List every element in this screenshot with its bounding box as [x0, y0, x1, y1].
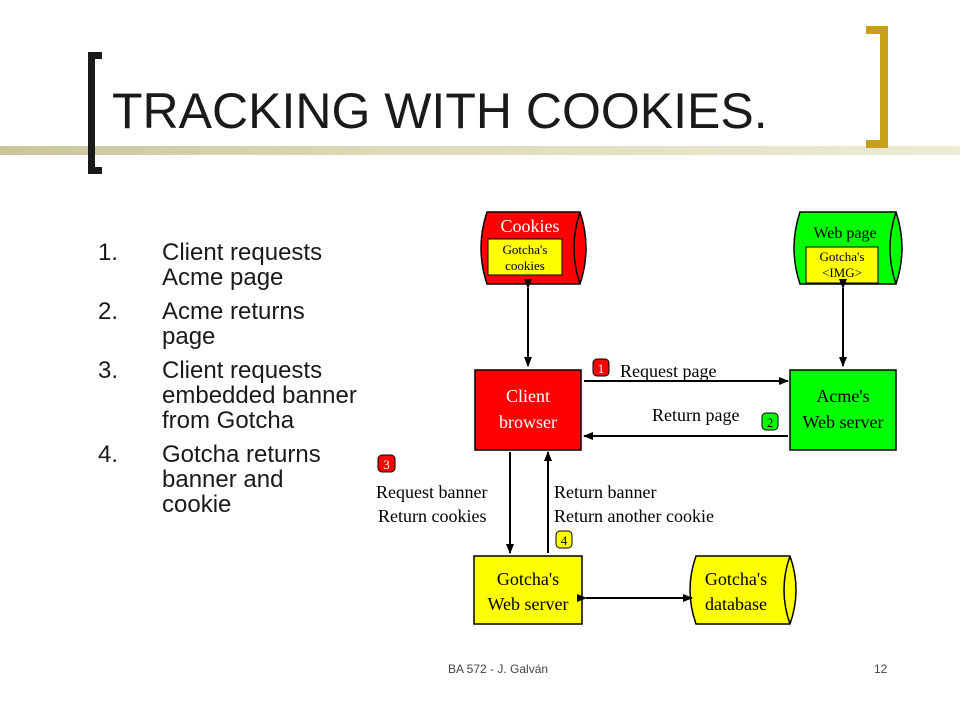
web-page-title: Web page [813, 225, 876, 242]
gotcha-db-line2: database [705, 594, 767, 614]
title-underline-bar [0, 146, 960, 155]
svg-text:4: 4 [561, 533, 568, 548]
client-line1: Client [506, 386, 550, 406]
cookies-storage: Cookies Gotcha's cookies [480, 211, 587, 285]
return-another-cookie-label: Return another cookie [554, 506, 714, 526]
return-banner-label: Return banner [554, 482, 656, 502]
webpage-inner-line1: Gotcha's [820, 249, 865, 264]
step-badge-3: 3 [377, 454, 396, 473]
list-item: 4.Gotcha returns banner and cookie [98, 441, 321, 518]
client-browser-node: Client browser [474, 369, 582, 451]
request-banner-label: Request banner [376, 482, 487, 502]
step-badge-2: 2 [761, 412, 779, 431]
client-line2: browser [499, 412, 557, 432]
cookies-title: Cookies [500, 216, 559, 236]
gotcha-db-line1: Gotcha's [705, 569, 767, 589]
gotcha-server-line2: Web server [487, 594, 568, 614]
footer-author: BA 572 - J. Galván [448, 662, 549, 676]
gotchas-cookies-box [487, 238, 563, 276]
gotcha-web-server-node: Gotcha's Web server [473, 555, 583, 625]
gotchas-cookies-line1: Gotcha's [503, 242, 548, 257]
list-item: 2.Acme returns page [98, 298, 305, 350]
right-bracket-decoration [866, 26, 888, 148]
page-number: 12 [874, 662, 888, 676]
step-badge-1: 1 [592, 358, 610, 377]
request-page-label: Request page [620, 361, 716, 381]
gotchas-cookies-line2: cookies [505, 258, 545, 273]
list-item: 3.Client requests embedded banner from G… [98, 357, 357, 434]
step-badge-4: 4 [555, 530, 573, 549]
svg-text:1: 1 [598, 361, 605, 376]
acme-line2: Web server [802, 412, 883, 432]
gotcha-server-line1: Gotcha's [497, 569, 559, 589]
acme-line1: Acme's [816, 386, 869, 406]
svg-text:2: 2 [767, 415, 774, 430]
svg-text:3: 3 [383, 457, 390, 472]
slide-title: TRACKING WITH COOKIES. [112, 83, 768, 139]
left-bracket-decoration [88, 52, 102, 174]
return-page-label: Return page [652, 405, 739, 425]
list-item: 1.Client requests Acme page [98, 239, 323, 291]
return-cookies-label: Return cookies [378, 506, 486, 526]
gotcha-database-node: Gotcha's database [689, 555, 797, 625]
acme-web-server-node: Acme's Web server [789, 369, 897, 451]
webpage-inner-line2: <IMG> [822, 265, 862, 280]
web-page-storage: Web page Gotcha's <IMG> [793, 211, 903, 285]
steps-list: 1.Client requests Acme page 2.Acme retur… [98, 240, 358, 526]
